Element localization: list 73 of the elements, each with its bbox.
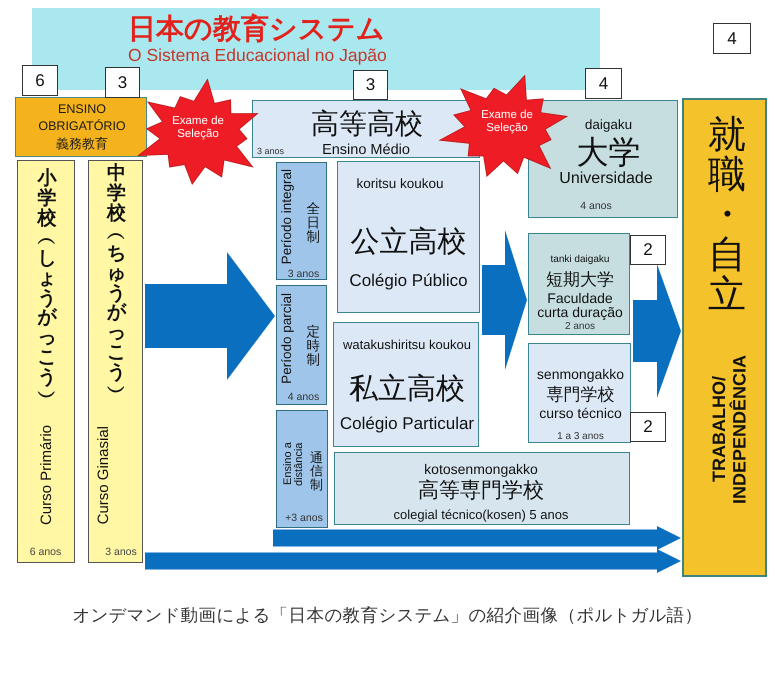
block-arrow — [145, 549, 681, 573]
japanese-name: 高等高校 — [311, 108, 423, 140]
romanized-name: koritsu koukou — [356, 176, 444, 192]
romanized-name: daigaku — [584, 117, 632, 133]
japanese-name: 就職・自立 — [708, 116, 746, 316]
heading: 日本の教育システム — [128, 12, 385, 46]
exam-label: Exame de Seleção — [171, 114, 225, 142]
duration-label: 4 anos — [580, 200, 612, 212]
japanese-name: 短期大学 — [546, 270, 614, 290]
portuguese-name: Curso Primário — [38, 425, 56, 526]
duration-label: 1 a 3 anos — [557, 431, 604, 443]
number-box: 2 — [630, 412, 666, 442]
school-box — [528, 343, 631, 443]
duration-label: 3 anos — [257, 146, 284, 156]
romanized-name: tanki daigaku — [550, 254, 610, 266]
school-box — [334, 452, 630, 525]
japanese-name: 私立高校 — [349, 373, 465, 407]
duration-label: 4 anos — [288, 390, 320, 404]
portuguese-name: Período integral — [279, 169, 295, 265]
romanized-name: kotosenmongakko — [424, 460, 538, 478]
caption: オンデマンド動画による「日本の教育システム」の紹介画像（ポルトガル語） — [72, 604, 702, 627]
japanese-name: 専門学校 — [546, 385, 614, 405]
portuguese-name: Colégio Particular — [340, 414, 474, 434]
number-box: 4 — [713, 23, 751, 54]
number-box: 6 — [22, 65, 58, 96]
block-arrow — [482, 230, 527, 370]
portuguese-name: Ensino Médio — [322, 142, 410, 158]
school-box — [528, 233, 630, 335]
portuguese-name: Colégio Público — [349, 271, 468, 291]
japanese-name: 中学校︵ちゅうがっこう︶ — [107, 164, 126, 404]
number-box: 3 — [353, 70, 388, 100]
japanese-name: 全日制 — [306, 202, 320, 244]
portuguese-name: Faculdade curta duração — [536, 291, 624, 319]
duration-label: 6 anos — [30, 546, 62, 558]
course-box — [276, 410, 328, 528]
japanese-name: 義務教育 — [56, 136, 108, 152]
school-box — [337, 161, 480, 313]
school-box — [252, 100, 480, 158]
subheading: O Sistema Educacional no Japão — [128, 44, 387, 66]
portuguese-name: Ensino a distância — [283, 441, 305, 488]
romanized-name: watakushiritsu koukou — [343, 338, 471, 352]
japanese-name: 大学 — [576, 134, 640, 170]
portuguese-name: ENSINO OBRIGATÓRIO — [37, 101, 127, 134]
block-arrow — [633, 264, 681, 398]
portuguese-name: colegial técnico(kosen) 5 anos — [394, 508, 568, 522]
duration-label: 3 anos — [105, 546, 137, 558]
school-column — [88, 160, 143, 563]
course-box — [276, 285, 327, 405]
block-arrow — [145, 252, 275, 380]
japanese-name: 小学校︵しょうがっこう︶ — [38, 168, 56, 408]
school-column — [17, 160, 75, 563]
romanized-name: senmongakko — [536, 366, 624, 382]
portuguese-name: Período parcial — [279, 292, 295, 384]
japanese-name: 通信制 — [310, 450, 323, 492]
japanese-name: 高等専門学校 — [418, 478, 544, 504]
duration-label: +3 anos — [285, 512, 323, 524]
portuguese-name: Universidade — [559, 170, 653, 188]
portuguese-name: curso técnico — [539, 404, 622, 422]
duration-label: 3 anos — [288, 268, 320, 280]
exam-label: Exame de Seleção — [480, 108, 534, 136]
portuguese-name: Curso Ginasial — [95, 426, 113, 525]
japanese-name: 公立高校 — [350, 226, 466, 260]
number-box: 4 — [585, 68, 622, 99]
course-box — [276, 162, 327, 280]
portuguese-name: TRABALHO/ INDEPENDÊNCIA — [708, 354, 750, 506]
school-box — [333, 322, 479, 447]
stage-box — [15, 97, 147, 157]
number-box: 3 — [105, 67, 140, 98]
title-banner — [32, 8, 600, 90]
duration-label: 2 anos — [564, 320, 596, 332]
japanese-name: 定時制 — [306, 324, 320, 368]
number-box: 2 — [630, 235, 666, 265]
career-box — [682, 98, 767, 577]
